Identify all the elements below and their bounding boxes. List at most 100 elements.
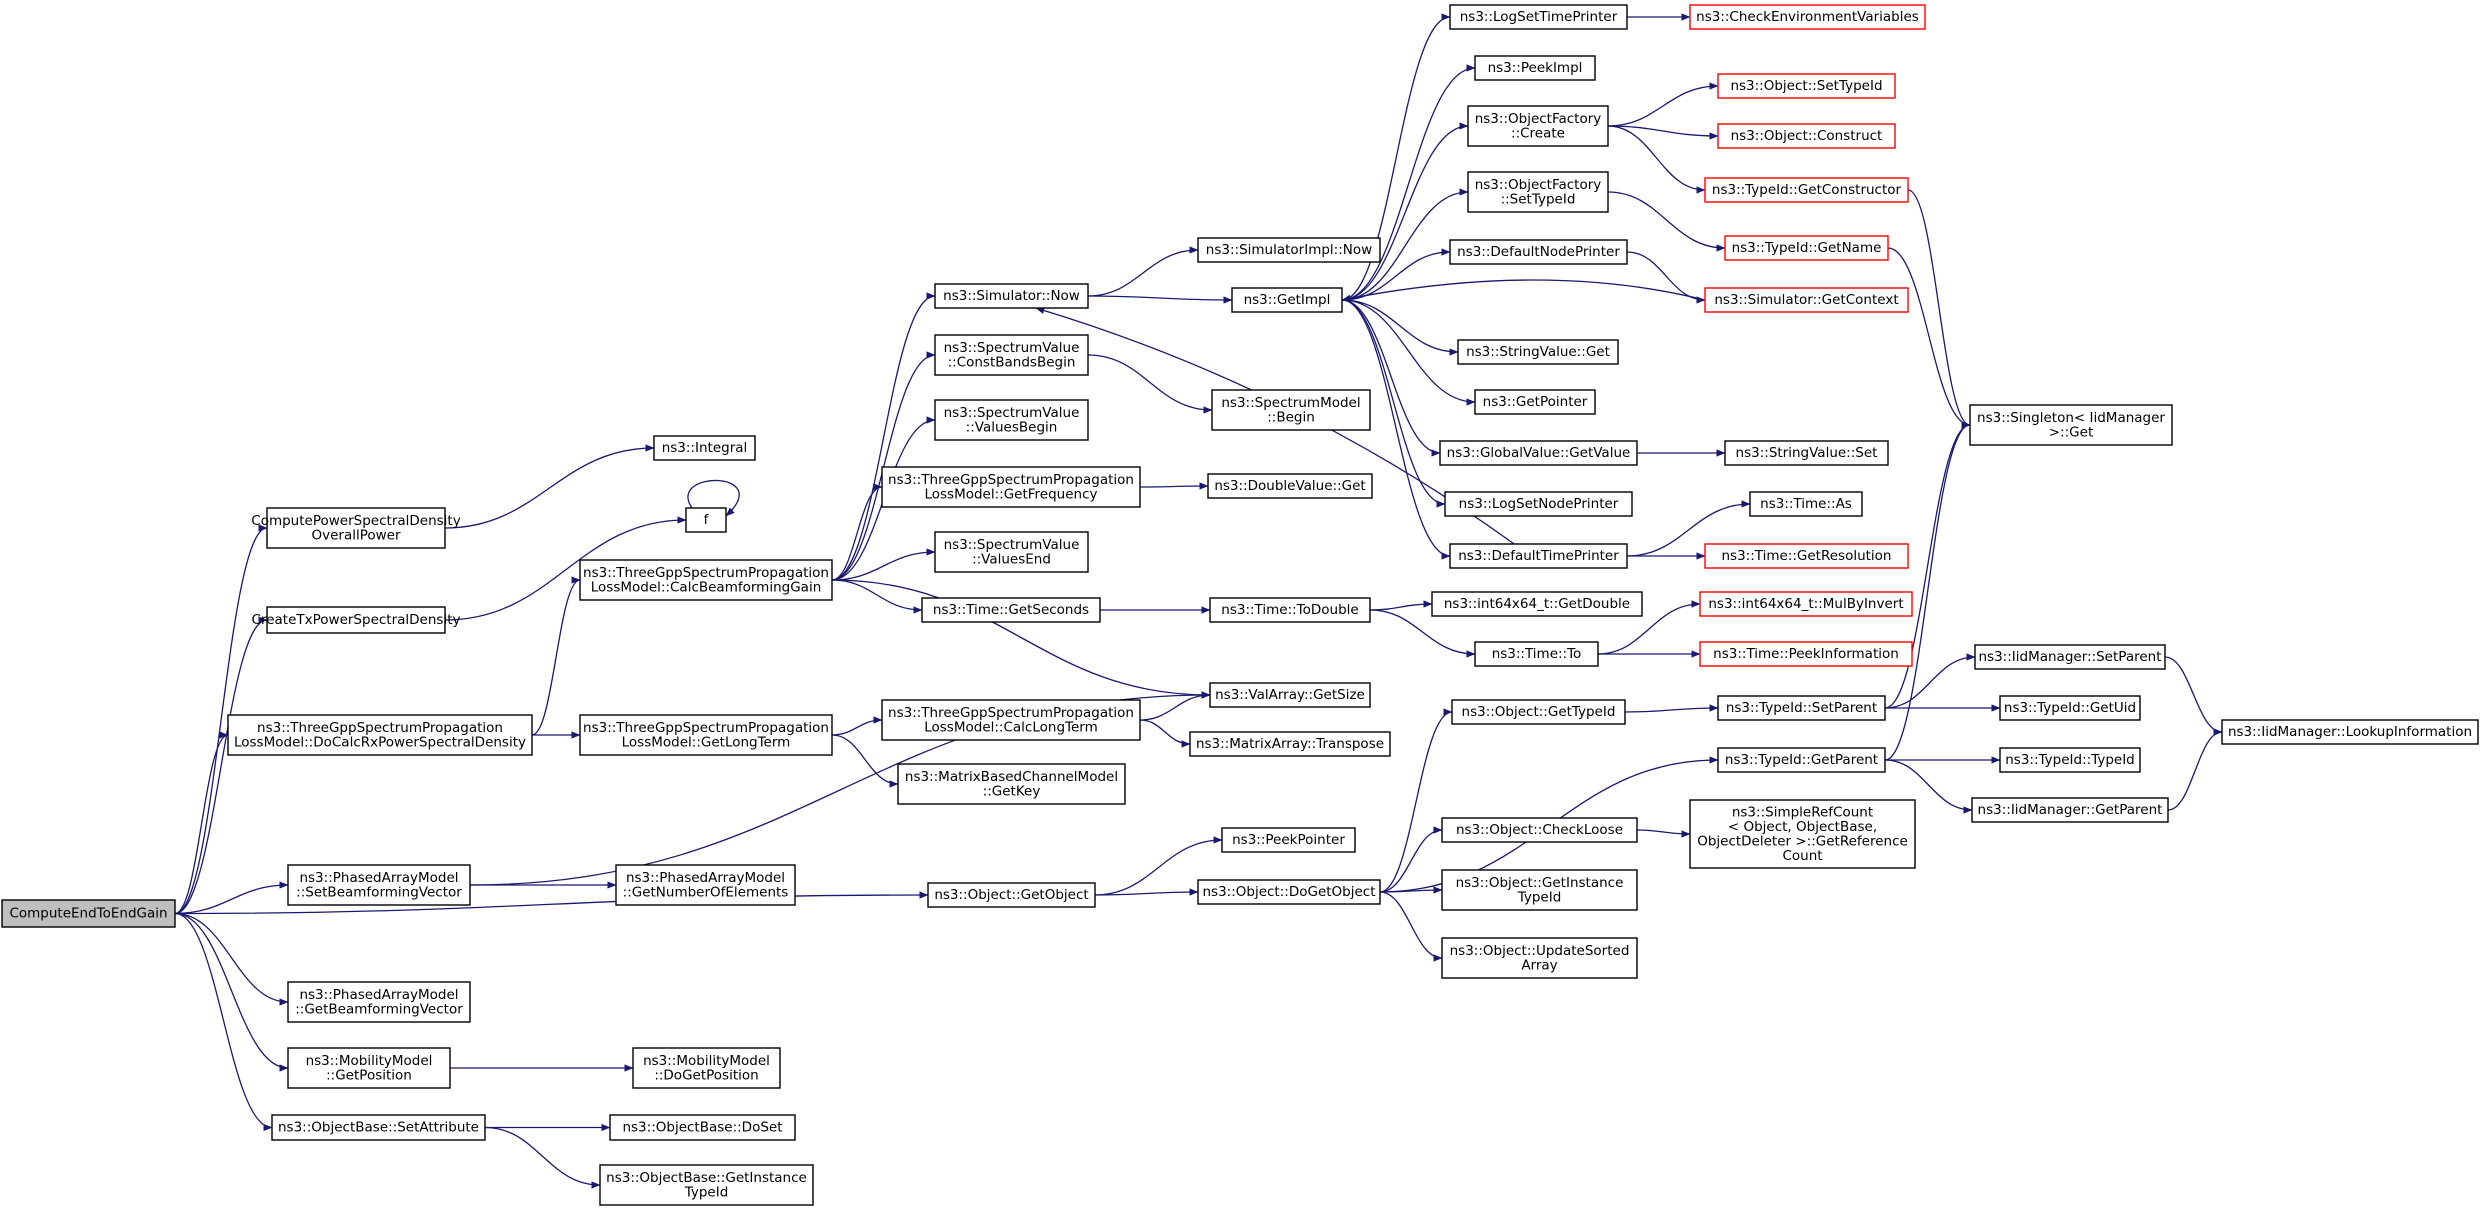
node-box[interactable] xyxy=(927,882,1096,908)
node-box[interactable] xyxy=(1474,55,1596,81)
node-docalc[interactable]: ns3::ThreeGppSpectrumPropagationLossMode… xyxy=(227,714,533,756)
node-tidsetparent[interactable]: ns3::TypeId::SetParent xyxy=(1717,695,1886,721)
node-box[interactable] xyxy=(1724,235,1889,261)
node-box[interactable] xyxy=(1749,491,1863,517)
node-box[interactable] xyxy=(653,435,756,461)
node-getres[interactable]: ns3::Time::GetResolution xyxy=(1704,543,1909,569)
node-transpose[interactable]: ns3::MatrixArray::Transpose xyxy=(1189,731,1391,757)
node-iidgetparent[interactable]: ns3::IidManager::GetParent xyxy=(1971,797,2169,823)
node-box[interactable] xyxy=(579,559,833,601)
node-box[interactable] xyxy=(1441,869,1638,911)
node-box[interactable] xyxy=(1197,237,1381,263)
node-svset[interactable]: ns3::StringValue::Set xyxy=(1724,440,1889,466)
node-getfreq[interactable]: ns3::ThreeGppSpectrumPropagationLossMode… xyxy=(881,466,1141,508)
node-simplerefcount[interactable]: ns3::SimpleRefCount< Object, ObjectBase,… xyxy=(1689,799,1916,869)
node-iidsetparent[interactable]: ns3::IidManager::SetParent xyxy=(1974,644,2166,670)
node-construct[interactable]: ns3::Object::Construct xyxy=(1717,123,1896,149)
node-calclong[interactable]: ns3::ThreeGppSpectrumPropagationLossMode… xyxy=(881,699,1141,741)
node-box[interactable] xyxy=(2221,719,2479,745)
node-i64getd[interactable]: ns3::int64x64_t::GetDouble xyxy=(1431,591,1643,617)
node-dnp[interactable]: ns3::DefaultNodePrinter xyxy=(1449,239,1628,265)
node-box[interactable] xyxy=(266,507,446,549)
node-box[interactable] xyxy=(227,714,533,756)
node-getptr[interactable]: ns3::GetPointer xyxy=(1474,389,1596,415)
node-ctxpsd[interactable]: CreateTxPowerSpectralDensity xyxy=(252,606,461,634)
node-box[interactable] xyxy=(1717,123,1896,149)
node-box[interactable] xyxy=(1449,543,1628,569)
node-todouble[interactable]: ns3::Time::ToDouble xyxy=(1209,597,1371,623)
node-calcbf[interactable]: ns3::ThreeGppSpectrumPropagationLossMode… xyxy=(579,559,833,601)
node-box[interactable] xyxy=(1467,171,1609,213)
node-box[interactable] xyxy=(1704,177,1909,203)
node-doset[interactable]: ns3::ObjectBase::DoSet xyxy=(609,1114,796,1141)
node-box[interactable] xyxy=(1431,591,1643,617)
node-box[interactable] xyxy=(615,864,796,906)
node-valget[interactable]: ns3::ValArray::GetSize xyxy=(1209,682,1371,708)
node-getimpl[interactable]: ns3::GetImpl xyxy=(1231,287,1343,313)
node-peekinfo[interactable]: ns3::Time::PeekInformation xyxy=(1699,641,1913,667)
node-singleton[interactable]: ns3::Singleton< IidManager>::Get xyxy=(1969,404,2173,446)
node-box[interactable] xyxy=(1211,389,1371,431)
node-box[interactable] xyxy=(1717,73,1896,99)
node-box[interactable] xyxy=(934,531,1089,573)
node-box[interactable] xyxy=(287,1047,451,1089)
node-getbf[interactable]: ns3::PhasedArrayModel::GetBeamformingVec… xyxy=(287,981,471,1023)
node-box[interactable] xyxy=(881,466,1141,508)
node-lookup[interactable]: ns3::IidManager::LookupInformation xyxy=(2221,719,2479,745)
node-getkey[interactable]: ns3::MatrixBasedChannelModel::GetKey xyxy=(897,763,1126,805)
node-tidtypeid[interactable]: ns3::TypeId::TypeId xyxy=(1999,747,2141,773)
node-box[interactable] xyxy=(1474,389,1596,415)
node-box[interactable] xyxy=(1999,695,2141,721)
node-checkenv[interactable]: ns3::CheckEnvironmentVariables xyxy=(1689,4,1926,30)
node-ofcreate[interactable]: ns3::ObjectFactory::Create xyxy=(1467,105,1609,147)
node-setbf[interactable]: ns3::PhasedArrayModel::SetBeamformingVec… xyxy=(287,864,471,906)
node-box[interactable] xyxy=(1,899,176,928)
node-timeas[interactable]: ns3::Time::As xyxy=(1749,491,1863,517)
node-box[interactable] xyxy=(1467,105,1609,147)
node-box[interactable] xyxy=(609,1114,796,1141)
node-box[interactable] xyxy=(287,864,471,906)
node-box[interactable] xyxy=(632,1047,781,1089)
node-box[interactable] xyxy=(1449,4,1628,30)
node-getsec[interactable]: ns3::Time::GetSeconds xyxy=(921,597,1101,623)
node-gettid[interactable]: ns3::Object::GetTypeId xyxy=(1451,699,1626,725)
node-setattr[interactable]: ns3::ObjectBase::SetAttribute xyxy=(271,1114,486,1141)
node-lsnp[interactable]: ns3::LogSetNodePrinter xyxy=(1444,491,1633,517)
node-box[interactable] xyxy=(685,507,727,533)
node-getlong[interactable]: ns3::ThreeGppSpectrumPropagationLossMode… xyxy=(579,714,833,756)
node-checkloose[interactable]: ns3::Object::CheckLoose xyxy=(1441,817,1638,843)
node-box[interactable] xyxy=(934,399,1089,441)
node-box[interactable] xyxy=(934,283,1089,309)
node-box[interactable] xyxy=(1699,641,1913,667)
node-smbegin[interactable]: ns3::SpectrumModel::Begin xyxy=(1211,389,1371,431)
node-dogetobj[interactable]: ns3::Object::DoGetObject xyxy=(1197,879,1381,905)
node-box[interactable] xyxy=(1439,440,1638,466)
node-box[interactable] xyxy=(1441,817,1638,843)
node-box[interactable] xyxy=(1221,827,1356,853)
node-box[interactable] xyxy=(266,606,446,634)
node-ofsettid[interactable]: ns3::ObjectFactory::SetTypeId xyxy=(1467,171,1609,213)
node-tidgetuid[interactable]: ns3::TypeId::GetUid xyxy=(1999,695,2141,721)
node-box[interactable] xyxy=(1209,682,1371,708)
node-box[interactable] xyxy=(1689,799,1916,869)
node-box[interactable] xyxy=(1189,731,1391,757)
node-box[interactable] xyxy=(1457,339,1619,365)
node-box[interactable] xyxy=(599,1164,814,1206)
node-box[interactable] xyxy=(1441,937,1638,979)
node-box[interactable] xyxy=(1717,747,1886,773)
node-box[interactable] xyxy=(1999,747,2141,773)
node-box[interactable] xyxy=(1444,491,1633,517)
node-box[interactable] xyxy=(1699,591,1913,617)
node-box[interactable] xyxy=(1207,473,1373,499)
node-tidgetparent[interactable]: ns3::TypeId::GetParent xyxy=(1717,747,1886,773)
node-box[interactable] xyxy=(1689,4,1926,30)
node-ve[interactable]: ns3::SpectrumValue::ValuesEnd xyxy=(934,531,1089,573)
node-root[interactable]: ComputeEndToEndGain xyxy=(1,899,176,928)
node-box[interactable] xyxy=(579,714,833,756)
node-mulbyinv[interactable]: ns3::int64x64_t::MulByInvert xyxy=(1699,591,1913,617)
node-box[interactable] xyxy=(1704,543,1909,569)
